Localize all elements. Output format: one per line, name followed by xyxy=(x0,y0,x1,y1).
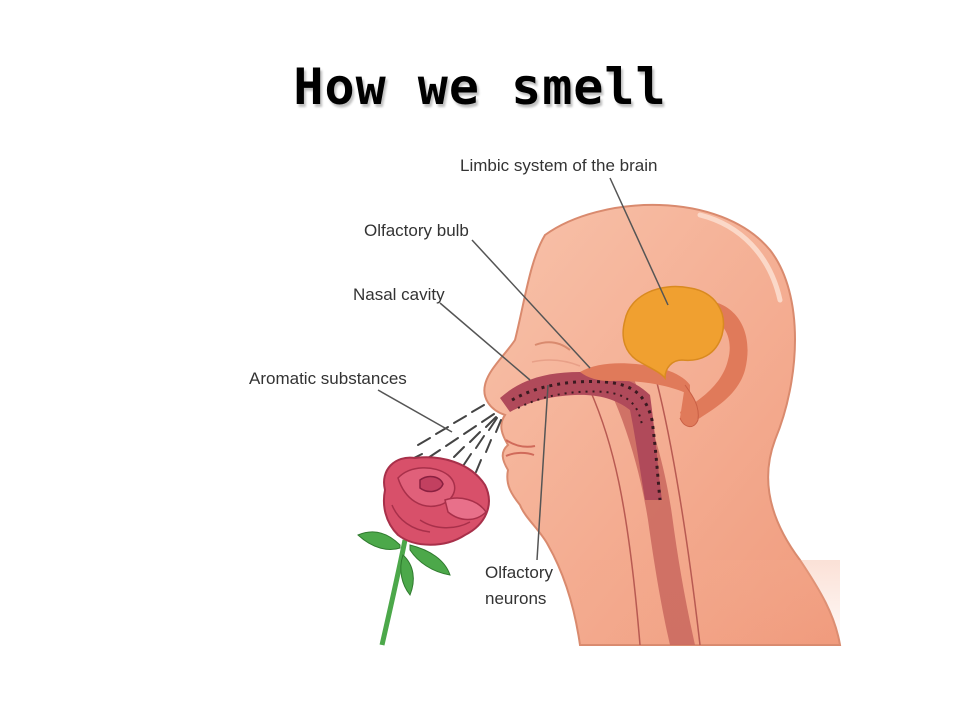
label-olfactory-neurons-line2: neurons xyxy=(485,589,546,608)
limbic-tissue xyxy=(680,300,748,422)
rose-flower xyxy=(382,456,490,546)
leader-limbic xyxy=(609,177,669,306)
neck-shade xyxy=(580,560,840,645)
rose-leaf-left xyxy=(357,531,401,550)
pharynx-edge-left xyxy=(589,389,641,646)
leader-aromatic xyxy=(377,389,453,433)
head-silhouette xyxy=(483,203,842,646)
eye xyxy=(534,341,571,351)
leader-neurons xyxy=(536,384,549,561)
label-nasal-cavity: Nasal cavity xyxy=(353,285,445,304)
nasal-passage xyxy=(500,372,662,500)
label-olfactory-neurons-line1: Olfactory xyxy=(485,563,554,582)
rose-leaf-right xyxy=(409,544,451,576)
leader-lines xyxy=(377,177,669,561)
rose-stem xyxy=(379,539,408,646)
slide-title: How we smell xyxy=(293,58,667,116)
pharynx-edge-right xyxy=(654,374,701,646)
limbic-stalk xyxy=(679,384,699,427)
lips xyxy=(505,439,536,457)
rose-leaf-bottom xyxy=(400,554,414,596)
label-olfactory-bulb: Olfactory bulb xyxy=(364,221,469,240)
pharynx xyxy=(605,375,695,645)
limbic-system xyxy=(622,285,725,381)
leader-bulb xyxy=(471,239,591,369)
eye-fold xyxy=(531,359,581,367)
label-limbic-system: Limbic system of the brain xyxy=(460,156,657,175)
leader-nasal xyxy=(439,302,531,381)
label-aromatic-substances: Aromatic substances xyxy=(249,369,407,388)
head-highlight xyxy=(697,212,783,303)
